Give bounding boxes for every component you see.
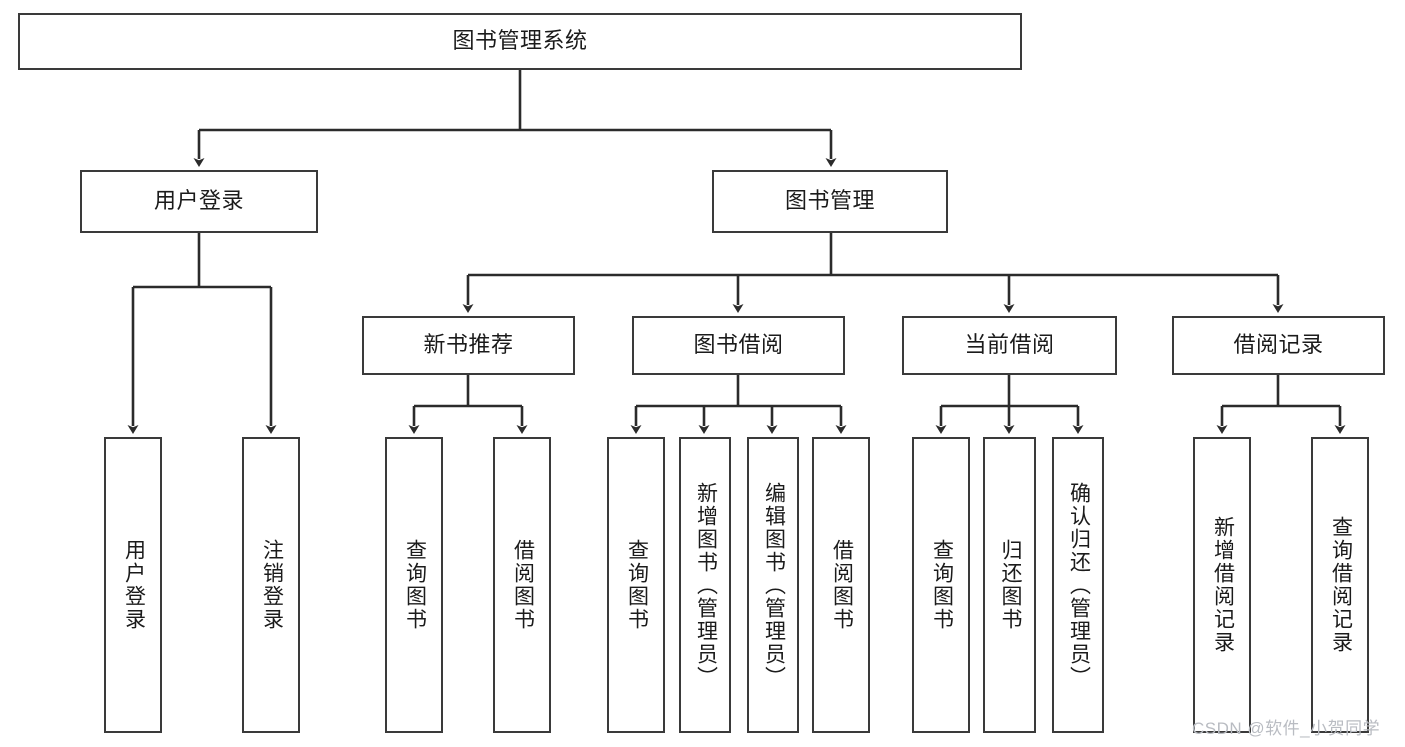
node-label: 查询图书 (930, 539, 954, 631)
node-label: 图书管理 (784, 188, 875, 214)
vertical-text-wrap: 新增图书（管理员） (681, 439, 729, 731)
leaf-logout[interactable]: 注销登录 (242, 437, 300, 733)
vertical-text-wrap: 注销登录 (244, 439, 298, 731)
leaf-add-book-admin[interactable]: 新增图书（管理员） (679, 437, 731, 733)
vertical-text-wrap: 查询图书 (387, 439, 441, 731)
csdn-watermark: CSDN @软件_小贺同学 (1192, 719, 1381, 738)
node-label: 借阅记录 (1233, 332, 1324, 358)
leaf-return-book[interactable]: 归还图书 (983, 437, 1036, 733)
leaf-query-book-current[interactable]: 查询图书 (912, 437, 970, 733)
node-label: 查询图书 (403, 539, 427, 631)
leaf-query-book-new[interactable]: 查询图书 (385, 437, 443, 733)
node-book-management[interactable]: 图书管理 (712, 170, 948, 233)
vertical-text-wrap: 查询图书 (914, 439, 968, 731)
node-label: 注销登录 (260, 539, 284, 631)
node-borrow-record[interactable]: 借阅记录 (1172, 316, 1385, 375)
vertical-text-wrap: 确认归还（管理员） (1054, 439, 1102, 731)
leaf-borrow-book[interactable]: 借阅图书 (812, 437, 870, 733)
vertical-text-wrap: 借阅图书 (495, 439, 549, 731)
node-label: 借阅图书 (511, 539, 535, 631)
leaf-user-login[interactable]: 用户登录 (104, 437, 162, 733)
vertical-text-wrap: 查询借阅记录 (1313, 439, 1367, 731)
node-new-book-recommend[interactable]: 新书推荐 (362, 316, 575, 375)
node-label: 新书推荐 (423, 332, 514, 358)
node-label: 归还图书 (998, 539, 1022, 631)
vertical-text-wrap: 查询图书 (609, 439, 663, 731)
vertical-text-wrap: 归还图书 (985, 439, 1034, 731)
node-label: 新增借阅记录 (1211, 516, 1235, 654)
leaf-borrow-book-new[interactable]: 借阅图书 (493, 437, 551, 733)
node-book-borrow[interactable]: 图书借阅 (632, 316, 845, 375)
node-label: 新增图书（管理员） (694, 481, 718, 689)
vertical-text-wrap: 新增借阅记录 (1195, 439, 1249, 731)
node-label: 当前借阅 (964, 332, 1055, 358)
vertical-text-wrap: 用户登录 (106, 439, 160, 731)
vertical-text-wrap: 编辑图书（管理员） (749, 439, 797, 731)
node-label: 图书借阅 (693, 332, 784, 358)
leaf-add-borrow-record[interactable]: 新增借阅记录 (1193, 437, 1251, 733)
node-label: 图书管理系统 (452, 28, 588, 54)
node-label: 编辑图书（管理员） (762, 481, 786, 689)
leaf-query-book-borrow[interactable]: 查询图书 (607, 437, 665, 733)
node-label: 查询图书 (625, 539, 649, 631)
leaf-edit-book-admin[interactable]: 编辑图书（管理员） (747, 437, 799, 733)
node-label: 查询借阅记录 (1329, 516, 1353, 654)
node-label: 用户登录 (153, 188, 244, 214)
leaf-query-borrow-record[interactable]: 查询借阅记录 (1311, 437, 1369, 733)
node-label: 确认归还（管理员） (1067, 481, 1091, 689)
vertical-text-wrap: 借阅图书 (814, 439, 868, 731)
node-root-system[interactable]: 图书管理系统 (18, 13, 1022, 70)
leaf-confirm-return-admin[interactable]: 确认归还（管理员） (1052, 437, 1104, 733)
node-label: 用户登录 (122, 539, 146, 631)
node-current-borrow[interactable]: 当前借阅 (902, 316, 1117, 375)
node-user-login[interactable]: 用户登录 (80, 170, 318, 233)
node-label: 借阅图书 (830, 539, 854, 631)
